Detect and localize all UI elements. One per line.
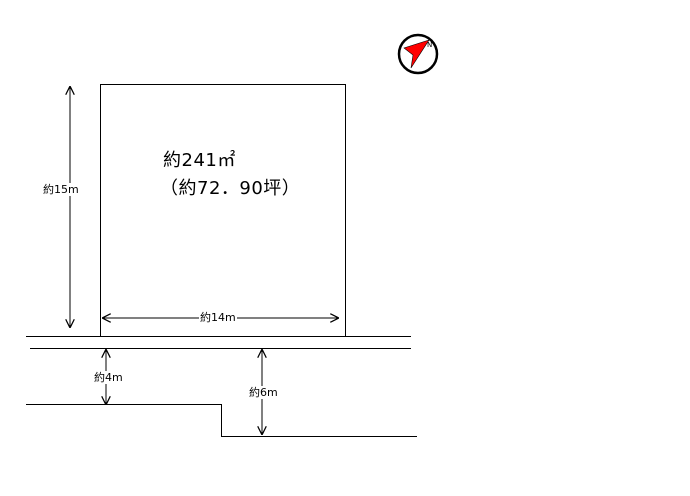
lot-area-sqm: 約241㎡ (163, 150, 236, 171)
north-arrow-icon: N (397, 33, 439, 75)
opposite-road-edge (26, 404, 417, 437)
road-left-dimension-label: 約4m (93, 371, 124, 384)
road-right-dimension-label: 約6m (248, 386, 279, 399)
svg-text:N: N (427, 41, 432, 49)
lot-outline (100, 84, 346, 337)
width-dimension-label: 約14m (199, 311, 237, 324)
height-dimension-label: 約15m (42, 183, 80, 196)
north-arrow-pointer (403, 39, 430, 69)
lot-area-tsubo: （約72．90坪） (160, 178, 301, 199)
